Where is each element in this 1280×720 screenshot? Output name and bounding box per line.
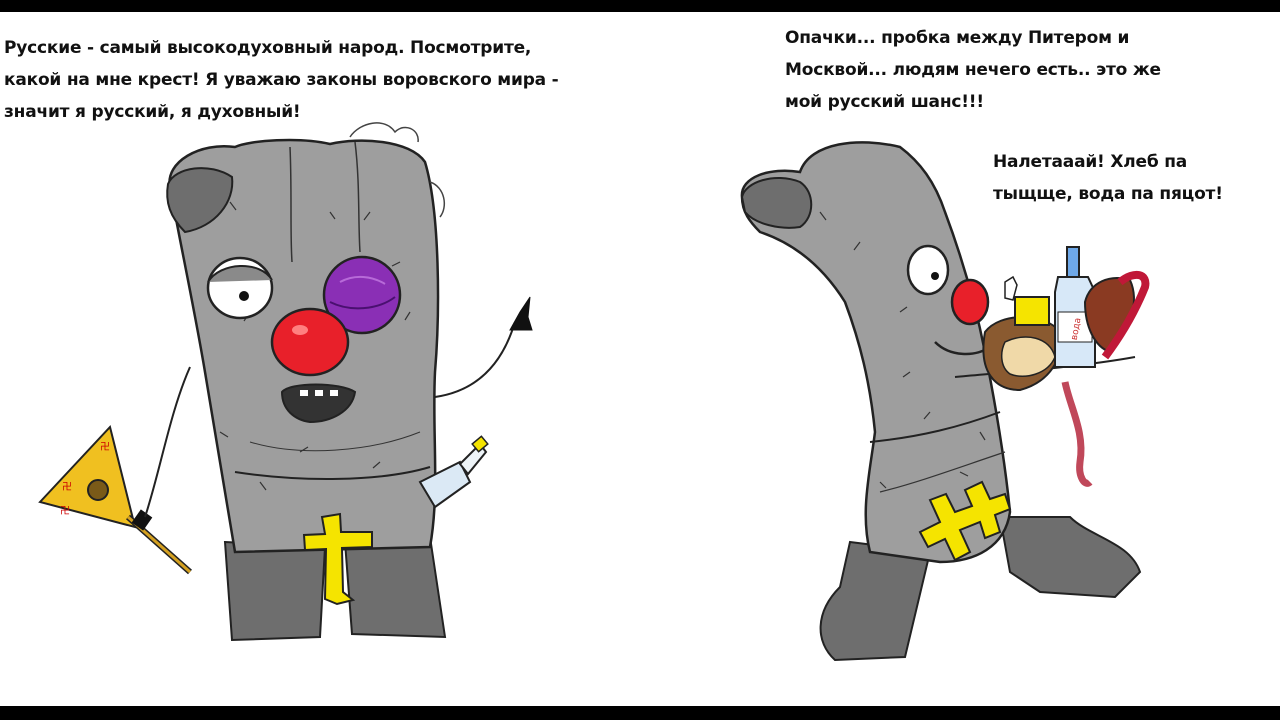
left-caption-line: значит я русский, я духовный!	[4, 102, 301, 122]
svg-text:卍: 卍	[60, 505, 70, 517]
right-caption-line: Москвой... людям нечего есть.. это же	[785, 60, 1161, 80]
right-caption-line: мой русский шанс!!!	[785, 92, 984, 112]
cross-icon	[918, 480, 1012, 562]
right-caption-line: Опачки... пробка между Питером и	[785, 28, 1130, 48]
vodka-bottle-icon	[418, 435, 489, 509]
bread-icon	[982, 316, 1062, 392]
svg-text:卍: 卍	[100, 441, 110, 453]
svg-text:卍: 卍	[62, 481, 72, 493]
right-shout-caption: Налетааай! Хлеб па тыщще, вода па пяцот!	[993, 146, 1223, 210]
right-shout-line: Налетааай! Хлеб па	[993, 152, 1188, 172]
comic-illustration: 卍 卍 卍	[38, 122, 1150, 662]
right-caption: Опачки... пробка между Питером и Москвой…	[785, 22, 1161, 118]
bottle-label: вода	[1070, 317, 1084, 341]
left-caption: Русские - самый высокодуховный народ. По…	[4, 32, 559, 128]
right-shout-line: тыщще, вода па пяцот!	[993, 184, 1223, 204]
left-caption-line: какой на мне крест! Я уважаю законы воро…	[4, 70, 559, 90]
balalaika-icon: 卍 卍 卍	[38, 424, 192, 575]
cross-icon	[302, 512, 373, 606]
comic-panel: 卍 卍 卍	[0, 12, 1280, 706]
left-character: 卍 卍 卍	[38, 122, 533, 642]
right-character: вода	[740, 141, 1150, 662]
left-caption-line: Русские - самый высокодуховный народ. По…	[4, 38, 532, 58]
